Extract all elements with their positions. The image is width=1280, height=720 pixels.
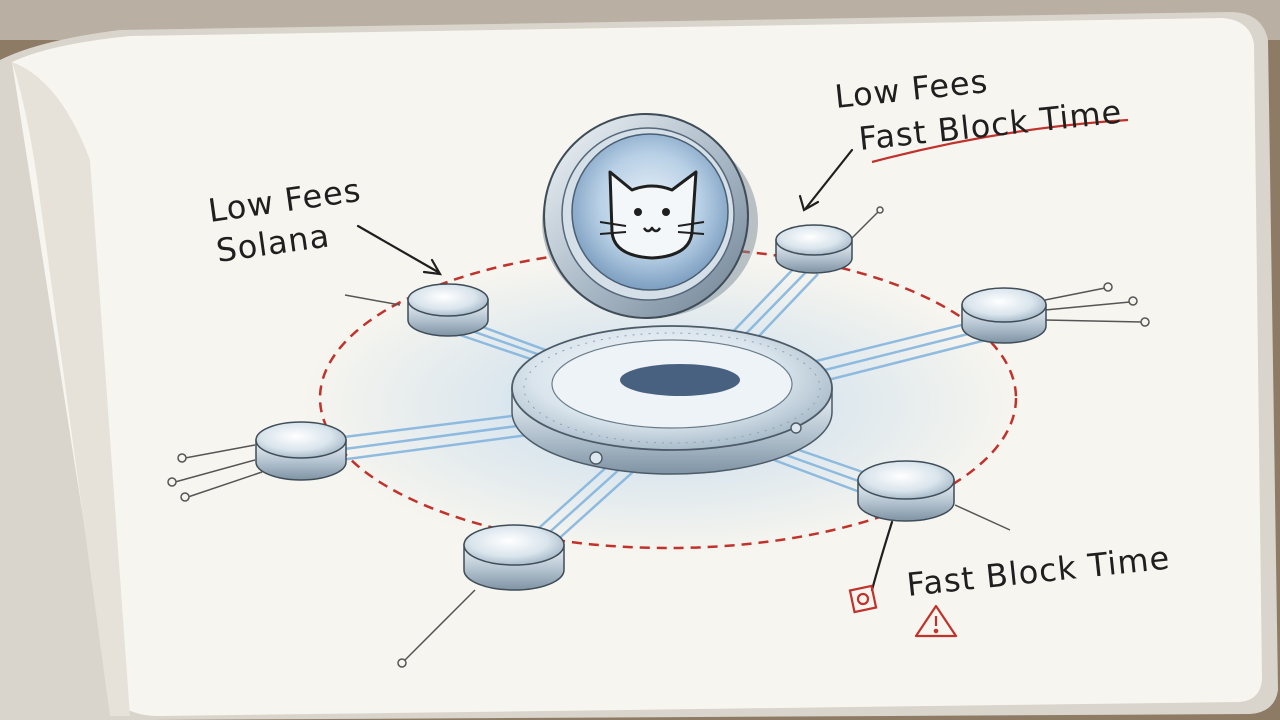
warning-triangle-icon [914, 604, 958, 638]
node-bottom-left [463, 524, 565, 591]
node-left [255, 421, 347, 481]
node-right [961, 287, 1047, 344]
hub-core-mark [620, 364, 740, 396]
orbit-ring [318, 246, 1018, 550]
wire-leads [167, 206, 1150, 668]
cat-face-icon [599, 170, 705, 260]
node-bottom-right [857, 460, 955, 522]
target-square-icon [848, 584, 878, 614]
annotation-arrows [356, 148, 894, 592]
central-hub [511, 325, 833, 475]
red-underline [871, 118, 1129, 164]
node-top-left [407, 283, 489, 337]
coin-token [542, 113, 758, 319]
node-top-center [775, 224, 853, 274]
